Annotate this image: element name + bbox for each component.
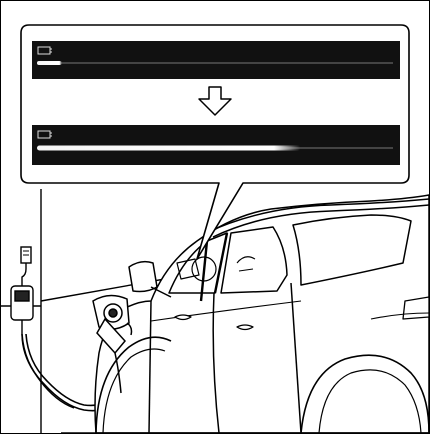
- display-after: [32, 125, 400, 165]
- charge-level-before: [37, 61, 62, 65]
- wall-charger: [11, 247, 74, 408]
- display-before: [32, 41, 400, 79]
- charge-level-after: [37, 146, 300, 151]
